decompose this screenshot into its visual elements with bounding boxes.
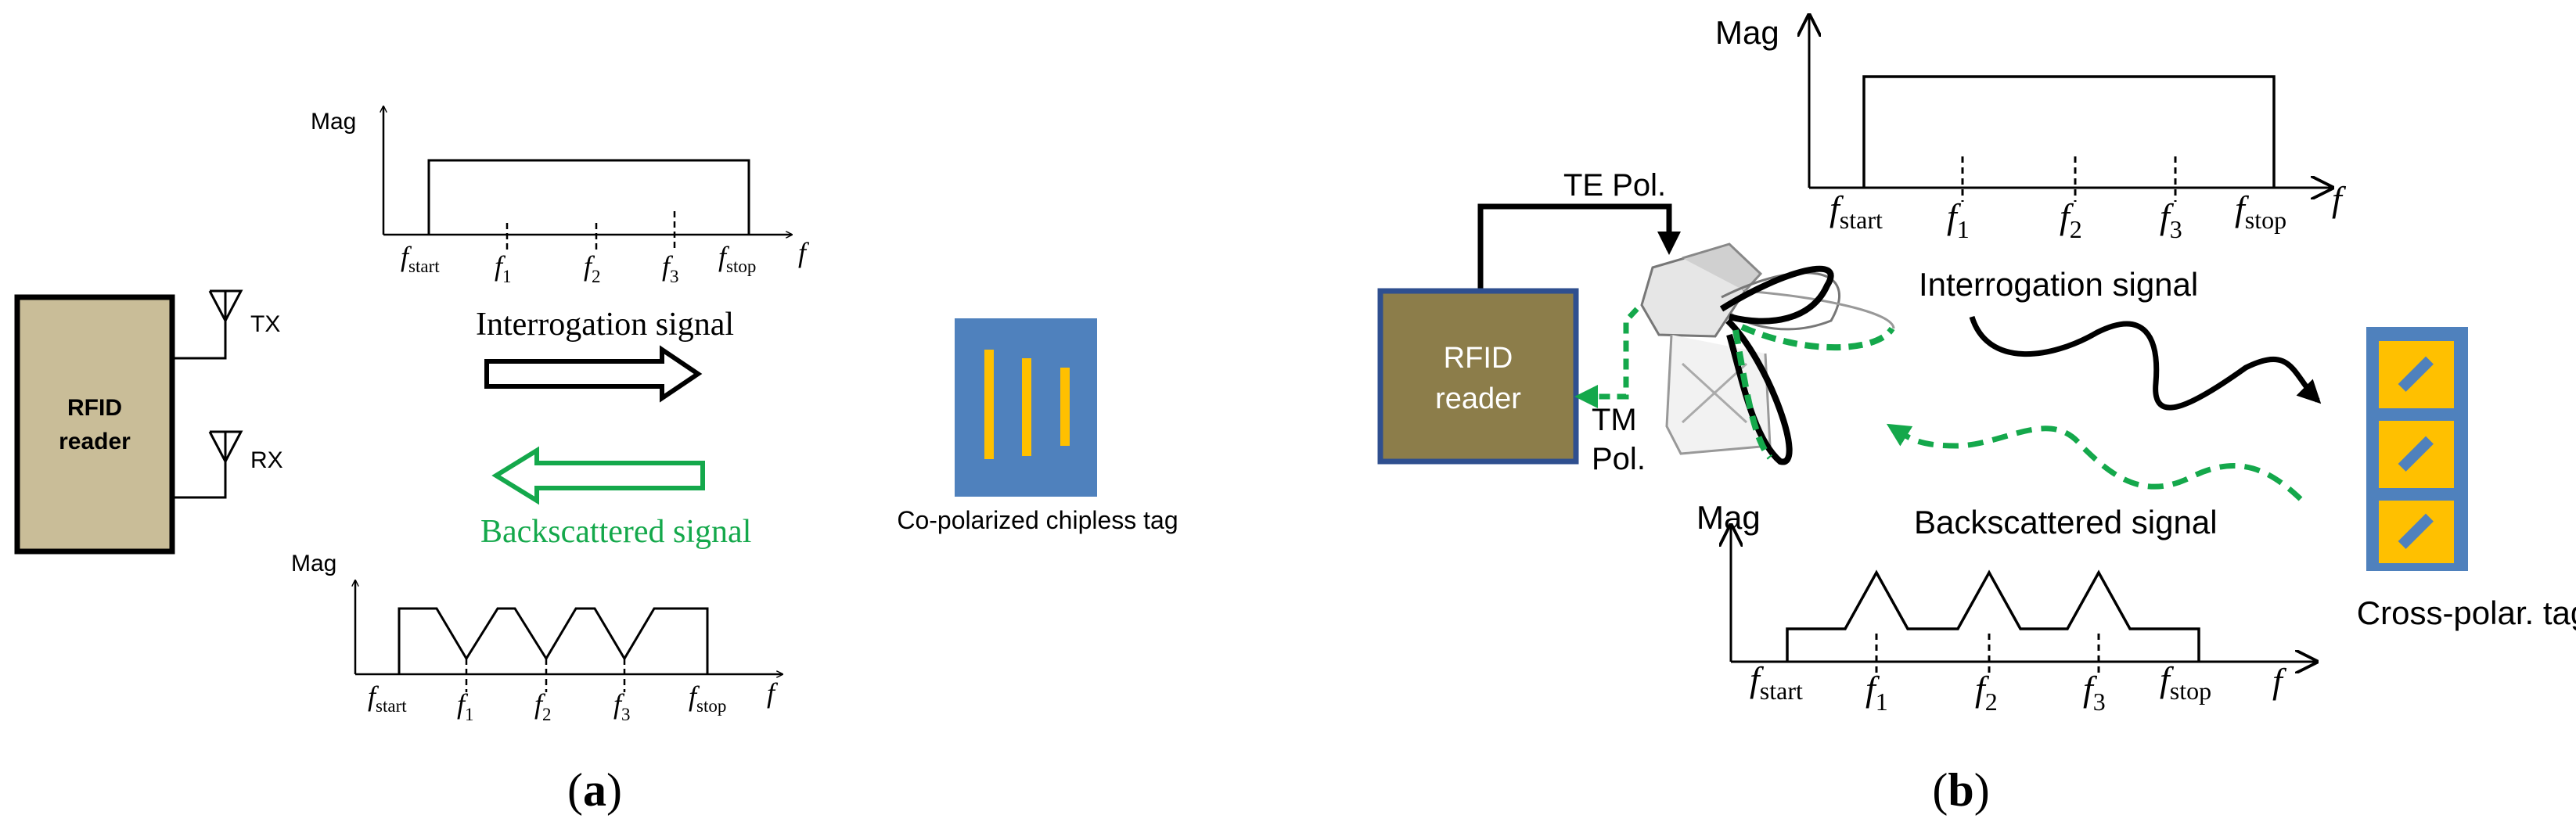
caption-b: (b) xyxy=(1932,764,1989,816)
flat-band-trace xyxy=(427,159,750,235)
tag-slot xyxy=(2398,513,2434,549)
f2-label: f2 xyxy=(2060,196,2082,243)
fstop-label: fstop xyxy=(689,680,726,716)
notched-response-trace xyxy=(398,607,709,674)
cross-polar-tag-label: Cross-polar. tag xyxy=(2357,594,2576,631)
co-polarized-tag-label: Co-polarized chipless tag xyxy=(897,506,1178,534)
f3-label: f3 xyxy=(2083,669,2106,716)
horn-antenna-icon xyxy=(1640,242,1895,465)
horn-black-flare xyxy=(1719,265,1834,325)
reader-b-label-1: RFID xyxy=(1444,342,1513,375)
backscattered-wave-b xyxy=(1886,423,2303,501)
f3-label: f3 xyxy=(662,250,679,286)
flat-band-trace xyxy=(1862,75,2276,188)
cross-polar-tag xyxy=(2366,327,2468,571)
fstop-label: fstop xyxy=(2160,659,2211,705)
backscattered-signal-label-b: Backscattered signal xyxy=(1914,504,2218,540)
antenna-icon xyxy=(174,430,243,499)
fstart-label: fstart xyxy=(368,680,407,716)
backscattered-arrow-a xyxy=(491,446,705,505)
f-axis-label-a-bottom: f xyxy=(767,677,779,709)
rfid-reader-box-a xyxy=(14,294,175,555)
f2-label: f2 xyxy=(1975,669,1998,716)
antenna-icon xyxy=(174,289,243,360)
horn-green-flare xyxy=(1732,329,1773,460)
panel-a: RFID reader TX RX Mag f fstart f1 f2 f3 … xyxy=(14,106,1178,816)
tag-resonator-bar xyxy=(1060,368,1070,446)
reader-a-label-2: reader xyxy=(59,429,131,454)
fstart-label: fstart xyxy=(401,241,440,276)
f1-label: f1 xyxy=(495,250,512,286)
rfid-reader-box-b xyxy=(1377,288,1579,465)
f2-label: f2 xyxy=(534,688,552,724)
te-feed-line xyxy=(1477,203,1681,289)
te-pol-label: TE Pol. xyxy=(1563,168,1666,203)
mag-label-a-top: Mag xyxy=(311,109,356,135)
caption-a: (a) xyxy=(567,764,622,816)
tag-resonator-bar xyxy=(984,350,994,459)
mag-label-b-top: Mag xyxy=(1715,14,1779,51)
reader-b-label-2: reader xyxy=(1435,382,1521,415)
rx-label: RX xyxy=(250,447,283,473)
horn-green-flare xyxy=(1740,324,1895,351)
f-axis-label-a-top: f xyxy=(798,237,810,268)
tm-feed-line xyxy=(1574,307,1639,408)
fstop-label: fstop xyxy=(718,241,756,276)
f3-label: f3 xyxy=(613,688,631,724)
fstart-label: fstart xyxy=(1829,189,1883,234)
backscattered-signal-label-a: Backscattered signal xyxy=(480,514,751,550)
f2-label: f2 xyxy=(584,250,601,286)
spectrum-b-top xyxy=(1809,16,2332,202)
interrogation-signal-label-b: Interrogation signal xyxy=(1919,266,2198,303)
fstart-label: fstart xyxy=(1750,659,1803,705)
reader-a-label-1: RFID xyxy=(67,395,122,421)
interrogation-arrow-a xyxy=(484,345,703,403)
interrogation-wave-b xyxy=(1969,315,2322,411)
f3-label: f3 xyxy=(2160,196,2182,243)
tm-pol-label-1: TM xyxy=(1592,403,1637,437)
f1-label: f1 xyxy=(1865,669,1888,716)
tm-pol-label-2: Pol. xyxy=(1592,442,1646,476)
tag-slot xyxy=(2398,436,2434,472)
tag-slot xyxy=(2398,356,2434,392)
tx-label: TX xyxy=(250,311,280,337)
f1-label: f1 xyxy=(457,688,474,724)
co-polarized-tag xyxy=(955,318,1097,497)
spectrum-b-bottom xyxy=(1731,526,2316,673)
spectrum-a-top xyxy=(383,106,792,252)
f1-label: f1 xyxy=(1947,196,1970,243)
panel-b: Mag f fstart f1 f2 f3 fstop TE Pol. RFID… xyxy=(1377,14,2576,816)
peaked-response-trace xyxy=(1786,569,2200,662)
spectrum-a-bottom xyxy=(355,580,783,692)
f-axis-label-b-bottom: f xyxy=(2272,661,2287,701)
mag-label-b-bottom: Mag xyxy=(1696,499,1761,536)
f-axis-label-b-top: f xyxy=(2332,179,2347,219)
interrogation-signal-label-a: Interrogation signal xyxy=(476,307,734,343)
tag-resonator-bar xyxy=(1022,358,1031,456)
mag-label-a-bottom: Mag xyxy=(291,551,336,576)
fstop-label: fstop xyxy=(2235,189,2286,234)
